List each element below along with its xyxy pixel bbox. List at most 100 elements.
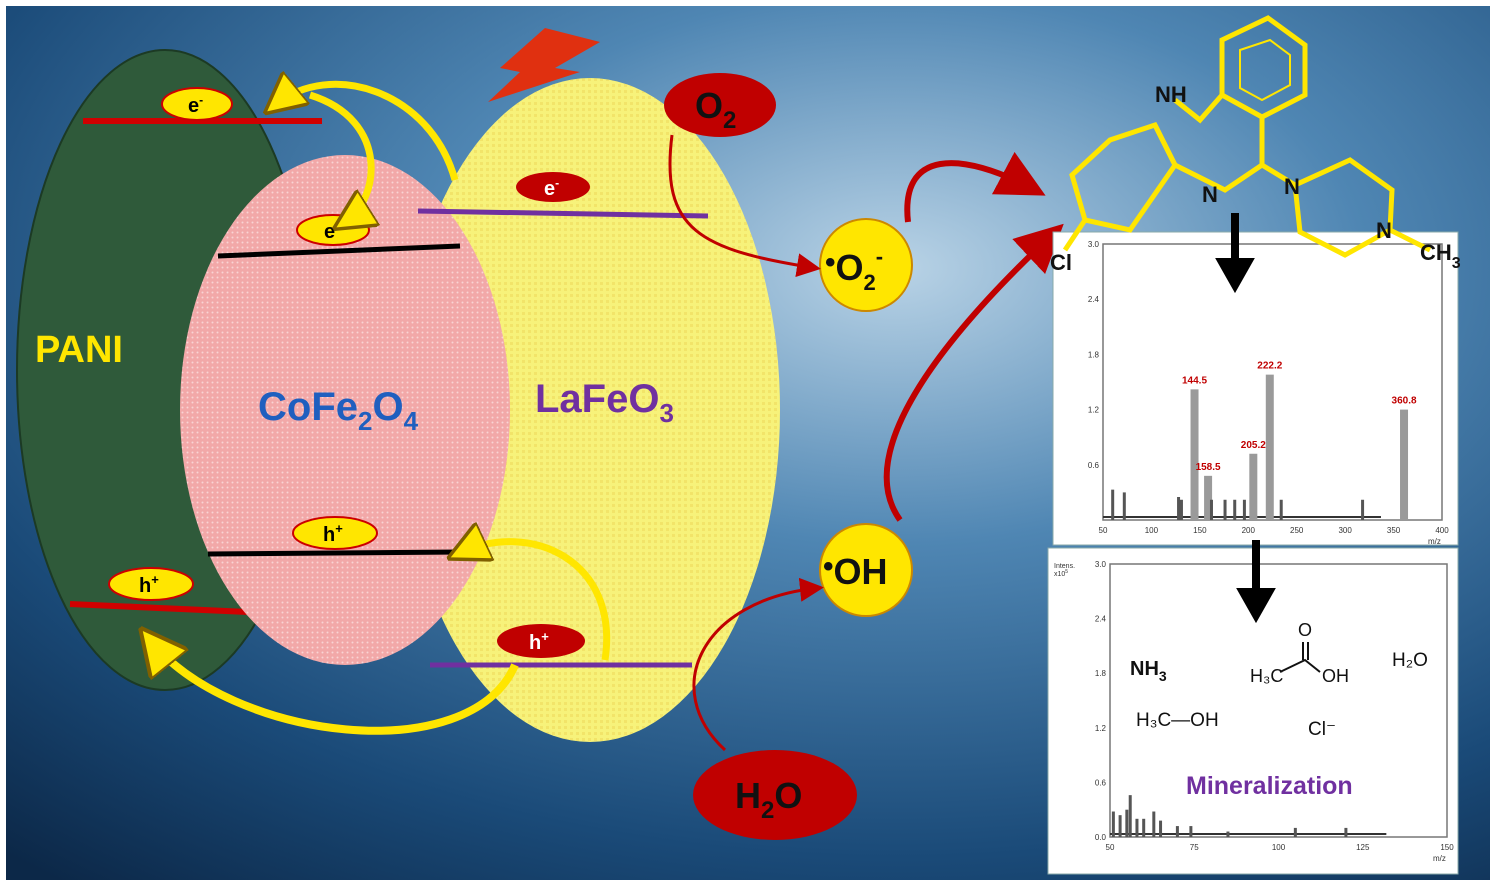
methanol: H₃C—OH xyxy=(1136,710,1219,731)
peak-label: 144.5 xyxy=(1182,375,1207,386)
spectrum-peak xyxy=(1265,374,1274,520)
svg-text:NH: NH xyxy=(1155,82,1187,107)
y-tick-label: 1.8 xyxy=(1095,669,1107,678)
x-tick-label: 75 xyxy=(1190,843,1199,852)
spectrum-peak xyxy=(1159,820,1163,837)
peak-label: 158.5 xyxy=(1196,462,1221,473)
spectrum2-ylabel: Intens. xyxy=(1054,563,1075,570)
electron-transfer-arrow xyxy=(275,84,459,181)
mineralization-label: Mineralization xyxy=(1186,772,1353,800)
svg-text:Cl: Cl xyxy=(1050,250,1072,275)
hole-pani: h+ xyxy=(108,567,194,601)
y-tick-label: 2.4 xyxy=(1088,295,1100,304)
spectrum-peak xyxy=(1177,497,1181,520)
svg-text:O2: O2 xyxy=(695,85,736,134)
x-tick-label: 400 xyxy=(1435,526,1449,535)
spectrum-peak xyxy=(1204,475,1213,520)
electron-pani: e- xyxy=(161,87,233,121)
x-tick-label: 100 xyxy=(1272,843,1286,852)
x-tick-label: 50 xyxy=(1099,526,1108,535)
x-tick-label: 350 xyxy=(1387,526,1401,535)
y-tick-label: 3.0 xyxy=(1095,560,1107,569)
acetic-acid-o: O xyxy=(1298,620,1312,640)
svg-text:•O2-: •O2- xyxy=(825,244,883,295)
spectrum-peak xyxy=(1111,811,1115,837)
svg-text:e-: e- xyxy=(188,93,203,117)
x-tick-label: 100 xyxy=(1145,526,1159,535)
oxygen-molecule: O2 xyxy=(664,73,776,137)
y-tick-label: 1.8 xyxy=(1088,350,1100,359)
electron-lafeo3: e- xyxy=(516,172,590,202)
svg-text:H2O: H2O xyxy=(735,775,802,824)
peak-label: 205.2 xyxy=(1241,440,1266,451)
mineralization-products: NH3 H₃C—OH O H₃C OH H₂O Cl⁻ Mineralizati… xyxy=(1130,620,1428,800)
peak-label: 222.2 xyxy=(1257,361,1282,372)
y-tick-label: 0.0 xyxy=(1095,833,1107,842)
x-tick-label: 150 xyxy=(1440,843,1454,852)
electron-cofe2o4: e- xyxy=(296,214,370,246)
svg-text:N: N xyxy=(1376,218,1392,243)
ammonia: NH3 xyxy=(1130,658,1167,684)
spectrum-peak xyxy=(1135,818,1139,837)
pani-label: PANI xyxy=(35,329,123,371)
spectrum-peak xyxy=(1209,499,1213,520)
spectrum-peak xyxy=(1279,499,1283,520)
x-axis-label: m/z xyxy=(1428,537,1441,546)
svg-text:e-: e- xyxy=(544,176,559,200)
spectrum-peak xyxy=(1249,453,1258,520)
svg-text:h+: h+ xyxy=(139,572,159,597)
spectrum-peak xyxy=(1361,499,1365,520)
x-tick-label: 250 xyxy=(1290,526,1304,535)
hole-transfer-arrow xyxy=(460,542,611,661)
hole-transfer-arrow xyxy=(150,640,519,735)
spectrum-peak xyxy=(1125,809,1129,837)
spectrum-peak xyxy=(1111,489,1115,520)
acetic-acid-ch3: H₃C xyxy=(1250,666,1283,686)
x-tick-label: 300 xyxy=(1338,526,1352,535)
spectrum-peak xyxy=(1179,499,1183,520)
spectrum-peak xyxy=(1293,827,1297,837)
spectrum-peak xyxy=(1142,818,1146,837)
y-tick-label: 0.6 xyxy=(1095,778,1107,787)
x-tick-label: 200 xyxy=(1242,526,1256,535)
hydroxyl-radical: •OH xyxy=(819,523,913,617)
spectrum-peak xyxy=(1118,815,1122,837)
water-molecule: H2O xyxy=(693,750,857,840)
spectrum-peak xyxy=(1190,389,1199,520)
chloride-ion: Cl⁻ xyxy=(1308,719,1336,740)
spectrum-peak xyxy=(1152,811,1156,837)
spectrum-peak xyxy=(1128,795,1132,837)
x-tick-label: 150 xyxy=(1193,526,1207,535)
y-tick-label: 0.6 xyxy=(1088,461,1100,470)
spectrum-peak xyxy=(1344,827,1348,837)
spectrum-peak xyxy=(1122,492,1126,520)
down-arrow-icon xyxy=(1215,213,1255,294)
superoxide-radical: •O2- xyxy=(819,218,913,312)
hole-lafeo3: h+ xyxy=(497,624,585,658)
lafeo3-cb-band xyxy=(417,208,709,219)
spectrum-peak xyxy=(1226,831,1230,837)
spectrum-peak xyxy=(1175,826,1179,837)
electron-transfer-arrow xyxy=(308,91,371,222)
svg-text:N: N xyxy=(1202,182,1218,207)
spectrum-peak xyxy=(1233,499,1237,520)
pollutant-molecule xyxy=(1062,15,1432,258)
lafeo3-label: LaFeO3 xyxy=(535,377,674,428)
svg-text:•OH: •OH xyxy=(823,550,888,592)
mass-spectrum-1: 50 100 150 200 250 300 350 400 0.6 1.2 1.8 2.4 3.0 m/… xyxy=(1088,240,1449,546)
reaction-arrows xyxy=(668,134,824,752)
light-bolt-icon xyxy=(488,28,600,102)
down-arrow-icon xyxy=(1236,540,1276,624)
spectrum-peak xyxy=(1189,826,1193,837)
peak-label: 360.8 xyxy=(1392,396,1417,407)
cofe2o4-cb-band xyxy=(217,243,461,259)
plot-frame xyxy=(1109,563,1448,838)
y-tick-label: 1.2 xyxy=(1088,406,1100,415)
spectrum-peak xyxy=(1400,409,1409,520)
svg-text:h+: h+ xyxy=(323,521,343,546)
spectrum-peak xyxy=(1242,499,1246,520)
y-tick-label: 3.0 xyxy=(1088,240,1100,249)
pani-homo-band xyxy=(69,601,249,615)
